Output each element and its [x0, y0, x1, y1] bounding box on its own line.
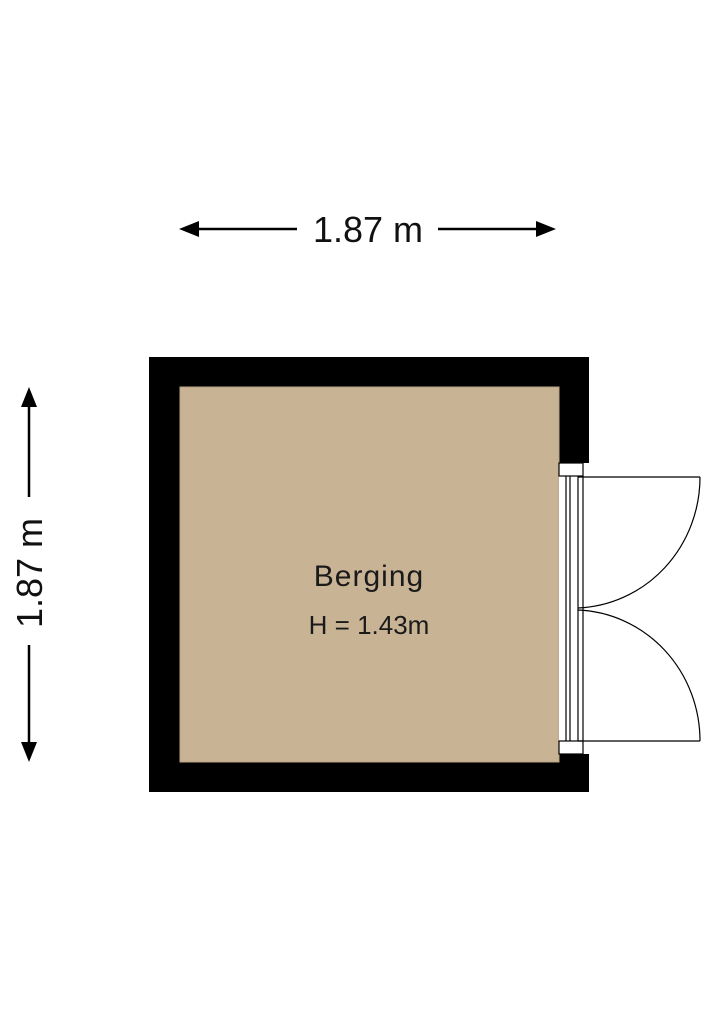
room-floor [179, 386, 560, 763]
double-door [577, 476, 701, 742]
width-dimension: 1.87 m [179, 209, 556, 250]
door-jamb-top [558, 462, 584, 477]
arrow-down-icon [21, 742, 37, 762]
width-dimension-label: 1.87 m [313, 209, 423, 250]
height-dimension-label: 1.87 m [9, 518, 50, 628]
arrow-right-icon [536, 221, 556, 237]
room-ceiling-height: H = 1.43m [309, 610, 430, 640]
door-frame [558, 462, 584, 755]
arrow-up-icon [21, 387, 37, 407]
room-name: Berging [314, 560, 424, 593]
door-opening [559, 463, 590, 754]
room-walls [149, 357, 590, 792]
height-dimension: 1.87 m [9, 387, 50, 762]
arrow-left-icon [179, 221, 199, 237]
door-swing-bottom [577, 609, 701, 742]
door-swing-top [577, 476, 701, 609]
door-jamb-bottom [558, 740, 584, 755]
